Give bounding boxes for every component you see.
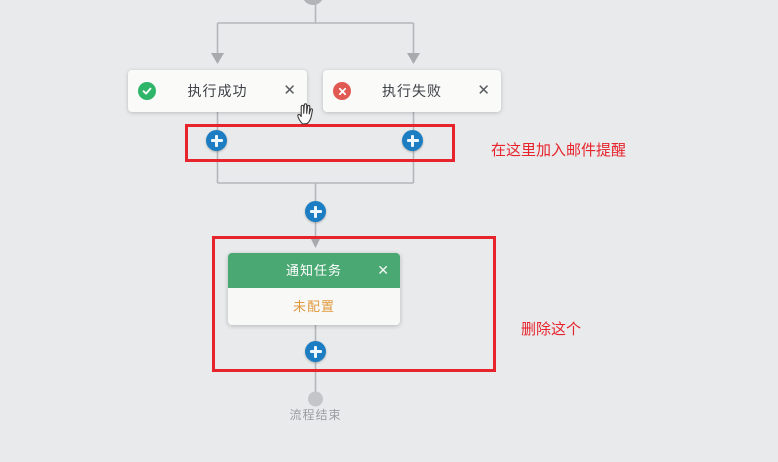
arrow-down-right-icon	[407, 53, 420, 64]
flow-end-node	[308, 391, 323, 407]
annotation-box-email	[185, 124, 455, 162]
notify-task-status[interactable]: 未配置	[292, 299, 335, 314]
hand-cursor	[295, 100, 317, 131]
annotation-text-email: 在这里加入邮件提醒	[491, 142, 627, 159]
close-icon[interactable]: ✕	[477, 82, 490, 99]
add-node-button-middle[interactable]	[305, 201, 326, 222]
clipped-top-node	[303, 0, 323, 5]
node-exec-success[interactable]: 执行成功 ✕	[128, 70, 307, 112]
annotation-box-delete	[212, 236, 496, 372]
failure-cross-icon	[333, 82, 351, 100]
add-node-button-bottom[interactable]	[305, 341, 326, 362]
node-exec-failure[interactable]: 执行失败 ✕	[323, 70, 501, 112]
add-node-button-right[interactable]	[402, 130, 423, 151]
branch-connector	[216, 0, 415, 56]
arrow-down-left-icon	[211, 53, 224, 64]
annotation-text-delete: 删除这个	[521, 321, 582, 338]
node-label: 执行失败	[382, 83, 442, 99]
node-notify-task[interactable]: 通知任务 ✕ 未配置	[228, 253, 400, 325]
notify-task-title: 通知任务	[285, 263, 342, 278]
add-node-button-left[interactable]	[206, 130, 227, 151]
arrow-down-mid-icon	[309, 236, 322, 248]
flow-end-label: 流程结束	[289, 408, 342, 422]
close-icon[interactable]: ✕	[283, 82, 296, 99]
notify-task-header[interactable]: 通知任务 ✕	[228, 253, 400, 288]
success-check-icon	[138, 82, 156, 100]
close-icon[interactable]: ✕	[377, 262, 389, 278]
node-label: 执行成功	[187, 83, 248, 99]
